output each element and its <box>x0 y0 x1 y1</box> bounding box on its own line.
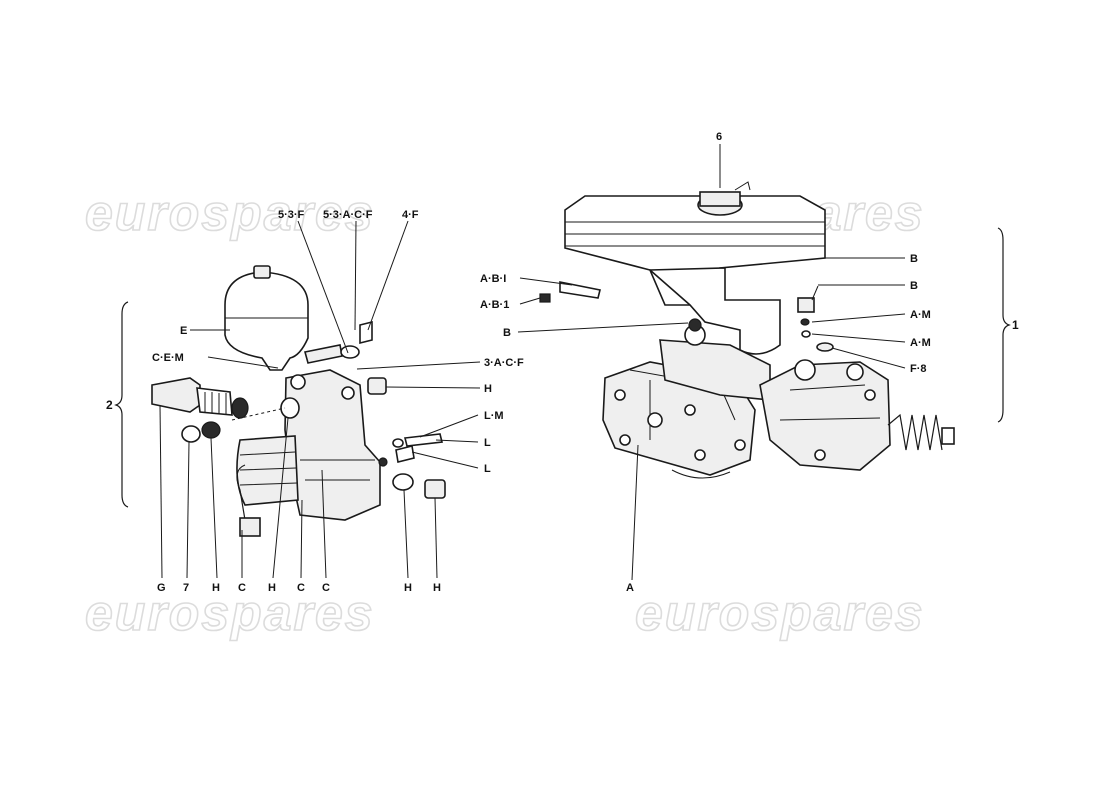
callout-h-right: H <box>484 383 492 395</box>
electric-motor <box>236 435 299 506</box>
accumulator-assembly <box>151 265 446 537</box>
washer-h-left <box>201 421 221 439</box>
callout-4f: 4·F <box>402 209 419 221</box>
seal-ring <box>816 342 834 352</box>
callout-cem: C·E·M <box>152 352 184 364</box>
callout-h-b3: H <box>404 582 412 594</box>
pressure-switch <box>151 377 201 413</box>
leader-lines <box>159 144 906 581</box>
callout-c-b3: C <box>322 582 330 594</box>
nut-h-bottom <box>424 479 446 499</box>
nut-h-right <box>367 377 387 395</box>
callout-lm: L·M <box>484 410 504 422</box>
callout-7: 7 <box>183 582 189 594</box>
callout-l2: L <box>484 463 491 475</box>
group-1-label: 1 <box>1012 318 1019 332</box>
ring-h-bottom <box>392 473 414 491</box>
group-1-bracket <box>997 227 1011 423</box>
callout-a: A <box>626 582 634 594</box>
callout-c-b1: C <box>238 582 246 594</box>
callout-labels: 6 B B A·M A·M F·8 A·B·I A·B·1 B A 5·3·F … <box>152 131 931 594</box>
callout-b-left: B <box>503 327 511 339</box>
accumulator-sphere <box>224 271 309 371</box>
callout-am-1: A·M <box>910 309 931 321</box>
callout-6: 6 <box>716 131 722 143</box>
connector <box>239 517 261 537</box>
callout-h-b1: H <box>212 582 220 594</box>
fitting-b <box>797 297 815 313</box>
servo-body <box>759 361 891 471</box>
pump-housing <box>284 369 381 521</box>
callout-e: E <box>180 325 187 337</box>
group-2-label: 2 <box>106 398 113 412</box>
callout-abi-1: A·B·I <box>480 273 506 285</box>
watermarks: eurospares eurospares eurospares eurospa… <box>84 184 925 642</box>
bracket <box>559 281 601 299</box>
reservoir-lower-body <box>647 267 781 355</box>
callout-abi-2: A·B·1 <box>480 299 509 311</box>
callout-c-b2: C <box>297 582 305 594</box>
callout-3acf: 3·A·C·F <box>484 357 524 369</box>
watermark-bottom-left: eurospares <box>85 585 375 641</box>
callout-l1: L <box>484 437 491 449</box>
callout-f8: F·8 <box>910 363 927 375</box>
callout-b-top: B <box>910 253 918 265</box>
callout-h-b4: H <box>433 582 441 594</box>
master-cylinder-assembly <box>539 181 955 479</box>
washer-7 <box>181 425 201 443</box>
callout-b-mid: B <box>910 280 918 292</box>
watermark-bottom-right: eurospares <box>635 585 925 641</box>
return-spring <box>887 413 955 451</box>
group-2-bracket <box>114 301 129 508</box>
callout-g: G <box>157 582 166 594</box>
watermark-top-left: eurospares <box>85 185 375 241</box>
callout-53f: 5·3·F <box>278 209 305 221</box>
callout-h-b2: H <box>268 582 276 594</box>
ring-h-center <box>280 397 300 419</box>
callout-am-2: A·M <box>910 337 931 349</box>
callout-53acf: 5·3·A·C·F <box>323 209 373 221</box>
pipe-section <box>304 344 343 364</box>
